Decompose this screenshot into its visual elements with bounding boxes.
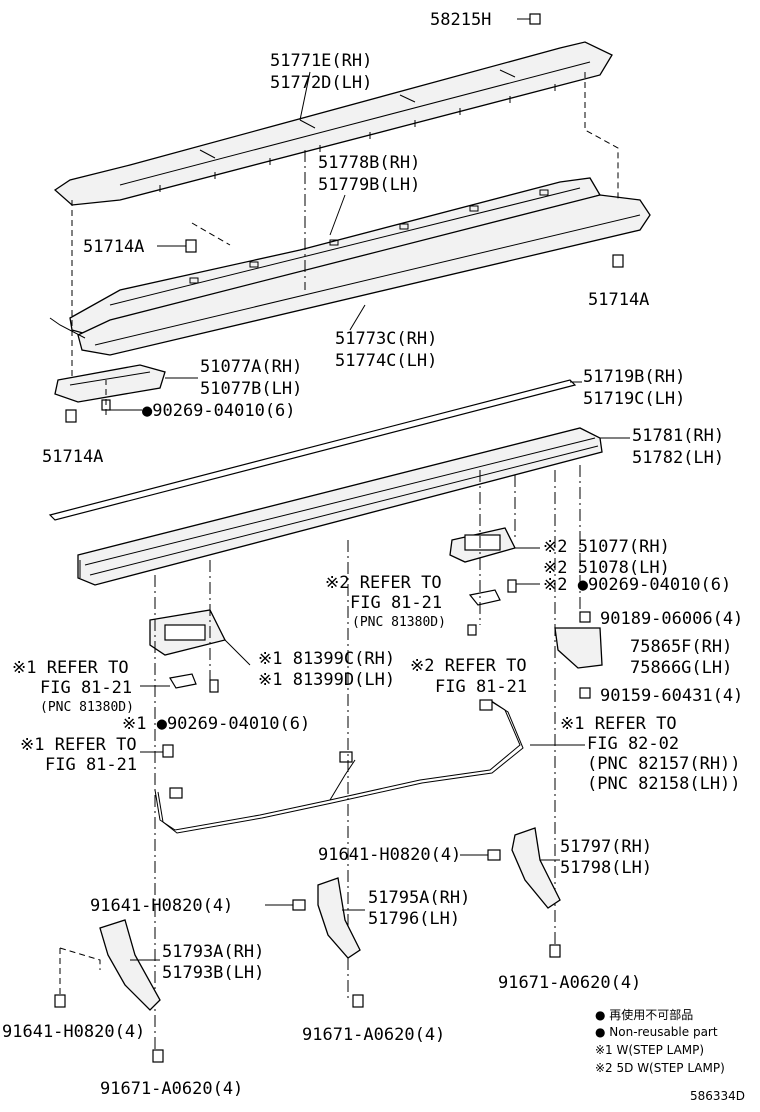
label-51793B: 51793B(LH)	[162, 963, 264, 983]
label-51797: 51797(RH)	[560, 837, 652, 857]
label-51078: ※2 51078(LH)	[543, 558, 670, 578]
refer-1c-line2: FIG 82-02	[587, 734, 679, 754]
label-90159: 90159-60431(4)	[600, 686, 743, 706]
label-51774C: 51774C(LH)	[335, 351, 437, 371]
refer-2b-line1: ※2 REFER TO	[410, 656, 527, 676]
refer-1b-line2: FIG 81-21	[45, 755, 137, 775]
label-51771E: 51771E(RH)	[270, 51, 372, 71]
label-51719C: 51719C(LH)	[583, 389, 685, 409]
label-58215H: 58215H	[430, 10, 491, 30]
label-51796: 51796(LH)	[368, 909, 460, 929]
refer-1b-line1: ※1 REFER TO	[20, 735, 137, 755]
label-51782: 51782(LH)	[632, 448, 724, 468]
refer-1a-line3: (PNC 81380D)	[40, 700, 134, 715]
label-51077A: 51077A(RH)	[200, 357, 302, 377]
lamp-bracket-51077-part	[449, 527, 516, 563]
step-rail-part	[77, 427, 603, 586]
legend-nonreuse-en: ● Non-reusable part	[595, 1025, 718, 1039]
label-51719B: 51719B(RH)	[583, 367, 685, 387]
label-91641-b: 91641-H0820(4)	[90, 896, 233, 916]
label-90269-b: ※2 ●90269-04010(6)	[543, 575, 731, 595]
label-51773C: 51773C(RH)	[335, 329, 437, 349]
label-51798: 51798(LH)	[560, 858, 652, 878]
step-base-part	[49, 194, 651, 356]
label-51781: 51781(RH)	[632, 426, 724, 446]
legend-note2: ※2 5D W(STEP LAMP)	[595, 1061, 725, 1075]
label-51779B: 51779B(LH)	[318, 175, 420, 195]
lamp-81380D-icon	[468, 589, 501, 606]
bracket-51795A-part	[317, 877, 361, 959]
label-51778B: 51778B(RH)	[318, 153, 420, 173]
lamp-bracket-81399C-part	[149, 609, 226, 656]
label-91671-c: 91671-A0620(4)	[100, 1079, 243, 1099]
label-91671-b: 91671-A0620(4)	[302, 1025, 445, 1045]
label-75865F: 75865F(RH)	[630, 637, 732, 657]
bracket-51077A-part	[54, 364, 166, 403]
diagram-id: 586334D	[690, 1089, 745, 1103]
refer-1c-line4: (PNC 82158(LH))	[587, 774, 741, 794]
refer-2a-line3: (PNC 81380D)	[352, 615, 446, 630]
label-90269-c: ※1 ●90269-04010(6)	[122, 714, 310, 734]
label-90189: 90189-06006(4)	[600, 609, 743, 629]
label-51795A: 51795A(RH)	[368, 888, 470, 908]
label-81399C: ※1 81399C(RH)	[258, 649, 395, 669]
refer-2a-line1: ※2 REFER TO	[325, 573, 442, 593]
label-90269-a: ●90269-04010(6)	[142, 401, 296, 421]
refer-1c-line3: (PNC 82157(RH))	[587, 754, 741, 774]
label-81399D: ※1 81399D(LH)	[258, 670, 395, 690]
label-51714A-3: 51714A	[42, 447, 103, 467]
label-51772D: 51772D(LH)	[270, 73, 372, 93]
wire-harness-part	[154, 699, 524, 834]
refer-1c-line1: ※1 REFER TO	[560, 714, 677, 734]
legend-nonreuse-jp: ● 再使用不可部品	[595, 1007, 693, 1022]
molding-strip-part	[48, 379, 577, 521]
step-cover-part	[53, 41, 613, 206]
legend-note1: ※1 W(STEP LAMP)	[595, 1043, 704, 1057]
refer-2b-line2: FIG 81-21	[435, 677, 527, 697]
label-75866G: 75866G(LH)	[630, 658, 732, 678]
refer-2a-line2: FIG 81-21	[350, 593, 442, 613]
bracket-51797-part	[511, 827, 561, 909]
label-51077: ※2 51077(RH)	[543, 537, 670, 557]
label-91641-c: 91641-H0820(4)	[2, 1022, 145, 1042]
bracket-51793A-part	[99, 919, 161, 1011]
label-91641-a: 91641-H0820(4)	[318, 845, 461, 865]
label-51793A: 51793A(RH)	[162, 942, 264, 962]
courtesy-lamp-part	[554, 627, 603, 669]
label-51714A-2: 51714A	[588, 290, 649, 310]
lamp-81380D-left-icon	[169, 673, 197, 689]
refer-1a-line1: ※1 REFER TO	[12, 658, 129, 678]
refer-1a-line2: FIG 81-21	[40, 678, 132, 698]
label-51077B: 51077B(LH)	[200, 379, 302, 399]
label-91671-a: 91671-A0620(4)	[498, 973, 641, 993]
label-51714A-1: 51714A	[83, 237, 144, 257]
clip-58215H-icon	[529, 13, 541, 25]
